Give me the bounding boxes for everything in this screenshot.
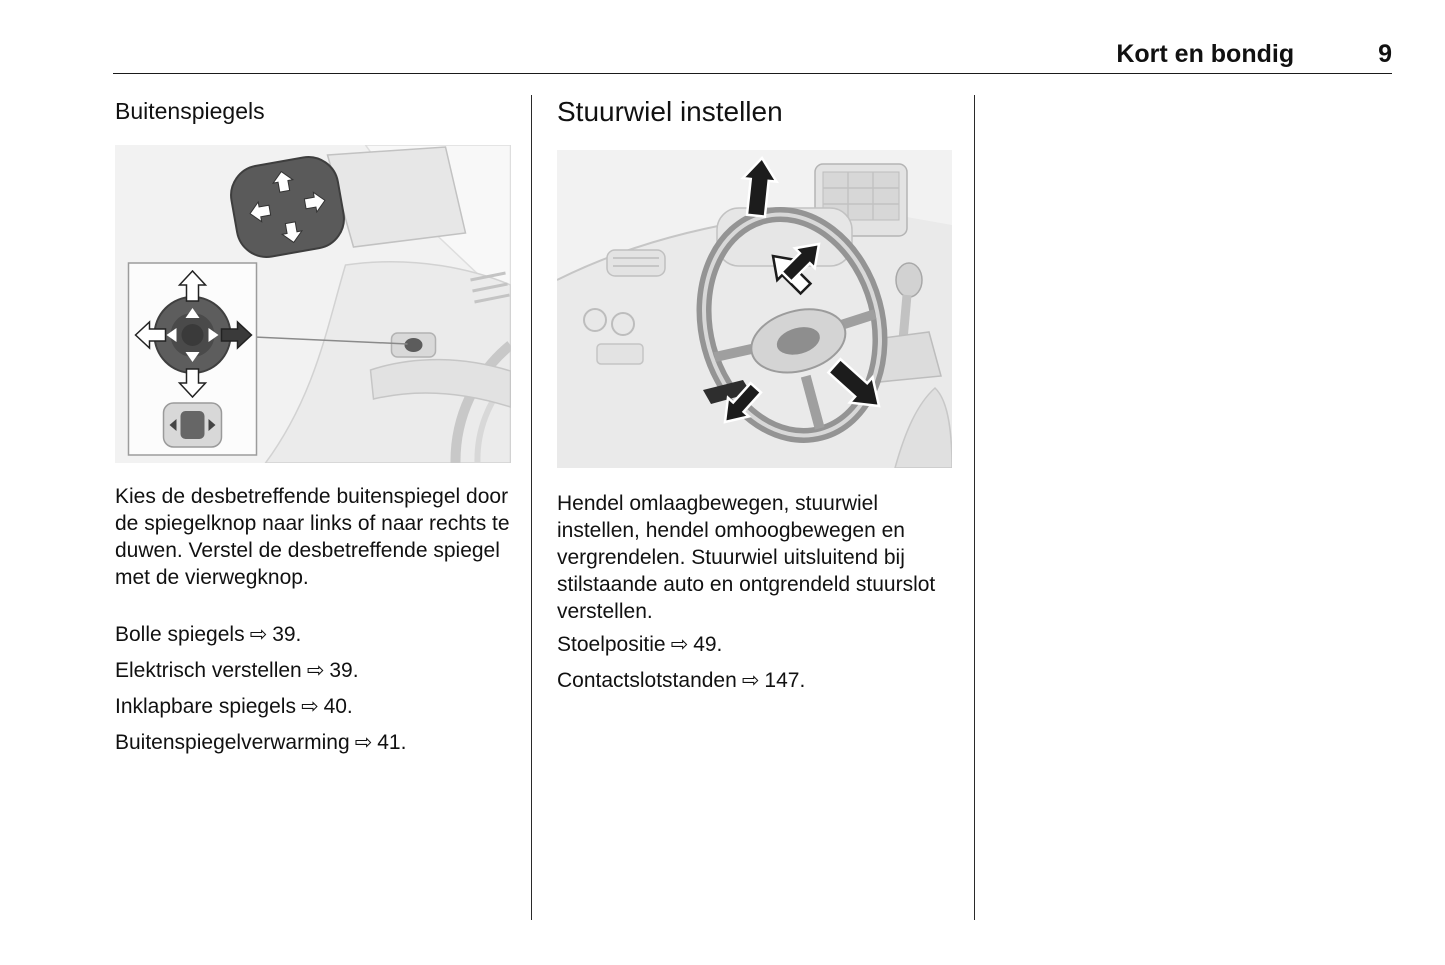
cross-reference-page: 49. [693, 633, 723, 656]
header-rule [113, 73, 1392, 74]
cross-reference: Elektrisch verstellen⇨39. [115, 657, 513, 684]
section-heading-buitenspiegels: Buitenspiegels [115, 98, 265, 124]
cross-reference: Bolle spiegels⇨39. [115, 621, 513, 648]
cross-reference-page: 39. [272, 623, 302, 646]
steering-wheel-adjust-illustration [557, 150, 952, 468]
mirror-references: Bolle spiegels⇨39. Elektrisch verstellen… [115, 621, 513, 765]
cross-reference-label: Contactslotstanden [557, 669, 737, 692]
cross-reference: Inklapbare spiegels⇨40. [115, 693, 513, 720]
cross-reference-label: Inklapbare spiegels [115, 695, 296, 718]
column-divider-right [974, 95, 975, 920]
cross-reference-label: Stoelpositie [557, 633, 666, 656]
cross-reference-page: 41. [377, 731, 407, 754]
section-heading-stuurwiel: Stuurwiel instellen [557, 96, 783, 127]
reference-arrow-icon: ⇨ [354, 730, 373, 754]
cross-reference-label: Buitenspiegelverwarming [115, 731, 350, 754]
steering-references: Stoelpositie⇨49. Contactslotstanden⇨147. [557, 631, 961, 703]
reference-arrow-icon: ⇨ [670, 632, 689, 656]
chapter-title: Kort en bondig [1116, 40, 1295, 68]
mirror-paragraph: Kies de desbetreffende buitenspiegel doo… [115, 485, 510, 589]
cross-reference-label: Bolle spiegels [115, 623, 245, 646]
page-number: 9 [1378, 40, 1392, 68]
cross-reference: Stoelpositie⇨49. [557, 631, 961, 658]
steering-paragraph: Hendel omlaagbewegen, stuurwiel instelle… [557, 492, 936, 623]
cross-reference: Buitenspiegelverwarming⇨41. [115, 729, 513, 756]
reference-arrow-icon: ⇨ [300, 694, 319, 718]
cross-reference-page: 147. [764, 669, 806, 692]
reference-arrow-icon: ⇨ [741, 668, 760, 692]
mirror-controls-illustration [115, 145, 511, 463]
column-divider-left [531, 95, 532, 920]
page-header: Kort en bondig 9 [113, 40, 1392, 69]
cross-reference-label: Elektrisch verstellen [115, 659, 302, 682]
cross-reference-page: 40. [323, 695, 353, 718]
reference-arrow-icon: ⇨ [249, 622, 268, 646]
cross-reference: Contactslotstanden⇨147. [557, 667, 961, 694]
cross-reference-page: 39. [329, 659, 359, 682]
reference-arrow-icon: ⇨ [306, 658, 325, 682]
